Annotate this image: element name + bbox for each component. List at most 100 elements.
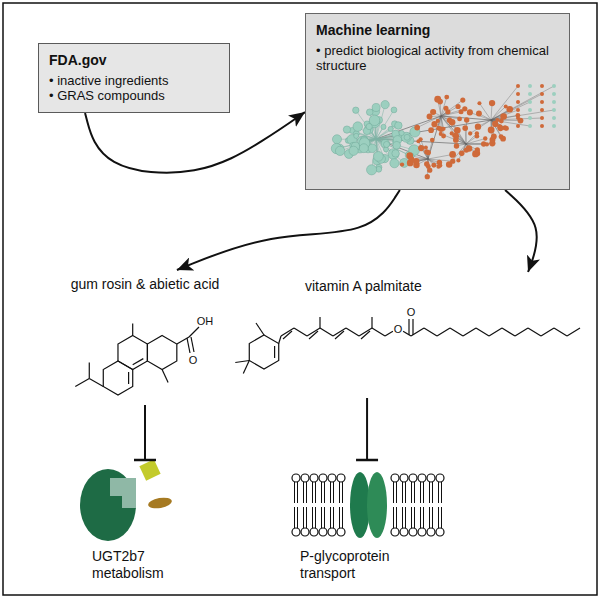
network-dot	[409, 156, 415, 162]
bond	[294, 328, 307, 336]
network-link	[452, 122, 466, 144]
lipid-tail	[339, 507, 340, 528]
atom-label: O	[407, 306, 416, 318]
network-dot	[516, 108, 520, 112]
box-heading: Machine learning	[316, 22, 559, 39]
network-dot	[372, 103, 380, 111]
network-dot	[349, 146, 358, 155]
ring	[118, 336, 147, 370]
bond	[554, 328, 567, 336]
bond	[89, 379, 103, 387]
network-dot	[485, 142, 489, 146]
lipid-head	[427, 474, 435, 482]
lipid-tail	[297, 507, 298, 528]
lipid-tail	[315, 507, 316, 528]
lipid-tail	[330, 482, 331, 503]
substrate-square	[139, 459, 160, 480]
network-dot	[450, 131, 454, 135]
network-dot	[540, 124, 544, 128]
bond	[437, 328, 450, 336]
network-dot	[453, 132, 458, 137]
network-dot	[393, 141, 401, 149]
network-dot	[468, 131, 472, 135]
lipid-head	[409, 528, 417, 536]
bond	[385, 331, 393, 336]
network-dot	[366, 123, 372, 129]
bond	[256, 323, 264, 335]
network-dot	[381, 140, 389, 148]
box-text: gum rosin & abietic acid	[50, 276, 240, 293]
network-dot	[552, 84, 556, 88]
network-dot	[498, 126, 504, 132]
lipid-tail	[303, 482, 304, 503]
bond	[476, 328, 489, 336]
double-bond	[361, 331, 370, 339]
lipid-tail	[297, 482, 298, 503]
bond	[541, 328, 554, 336]
membrane-illustration	[292, 472, 444, 538]
bond	[319, 317, 320, 328]
network-dot	[359, 144, 368, 153]
network-dot	[367, 165, 377, 175]
lipid-head	[391, 528, 399, 536]
network-dot	[460, 97, 465, 102]
network-dot	[540, 84, 544, 88]
network-dot	[516, 100, 520, 104]
lipid-head	[337, 528, 345, 536]
lipid-head	[418, 528, 426, 536]
lipid-head	[409, 474, 417, 482]
network-dot	[552, 124, 556, 128]
network-dot	[475, 123, 481, 129]
network-dot	[499, 134, 504, 139]
bond	[424, 328, 437, 336]
inhibition-line	[144, 405, 146, 460]
network-links	[336, 86, 554, 177]
network-dot	[434, 96, 441, 103]
network-dot	[495, 118, 499, 122]
network-dot	[504, 104, 508, 108]
network-link	[470, 120, 491, 133]
network-dot	[540, 108, 544, 112]
network-dot	[477, 101, 481, 105]
network-dots	[331, 84, 556, 179]
network-link	[441, 100, 463, 116]
network-dot	[404, 134, 410, 140]
network-dot	[427, 168, 432, 173]
network-dot	[388, 149, 399, 160]
lipid-tail	[432, 482, 433, 503]
lipid-tail	[429, 507, 430, 528]
network-dot	[457, 116, 462, 121]
lipid-head	[337, 474, 345, 482]
lipid-head	[418, 474, 426, 482]
bond	[235, 361, 249, 363]
box-text: • inactive ingredients	[49, 73, 219, 89]
network-dot	[332, 135, 341, 144]
lipid-tail	[324, 507, 325, 528]
lipid-tail	[306, 482, 307, 503]
bond	[528, 328, 541, 336]
network-dot	[436, 126, 441, 131]
lipid-tail	[333, 482, 334, 503]
network-dot	[488, 127, 495, 134]
network-dot	[392, 150, 399, 157]
network-dot	[456, 158, 460, 162]
network-dot	[400, 162, 404, 166]
box-text: • predict biological activity from chemi…	[316, 43, 559, 74]
bond	[502, 328, 515, 336]
network-dot	[354, 133, 359, 138]
network-dot	[540, 92, 544, 96]
target-node: P-glycoprotein transport	[288, 460, 448, 585]
double-bond	[412, 319, 413, 335]
network-dot	[475, 134, 480, 139]
lipid-head	[310, 528, 318, 536]
network-dot	[450, 159, 455, 164]
lipid-head	[310, 474, 318, 482]
atom-label: O	[189, 354, 198, 366]
inhibition-line	[366, 398, 368, 460]
network-graph	[306, 14, 569, 189]
network-dot	[430, 138, 435, 143]
network-dot	[516, 124, 520, 128]
double-bond	[309, 331, 318, 339]
network-dot	[414, 125, 420, 131]
lipid-tail	[441, 482, 442, 503]
